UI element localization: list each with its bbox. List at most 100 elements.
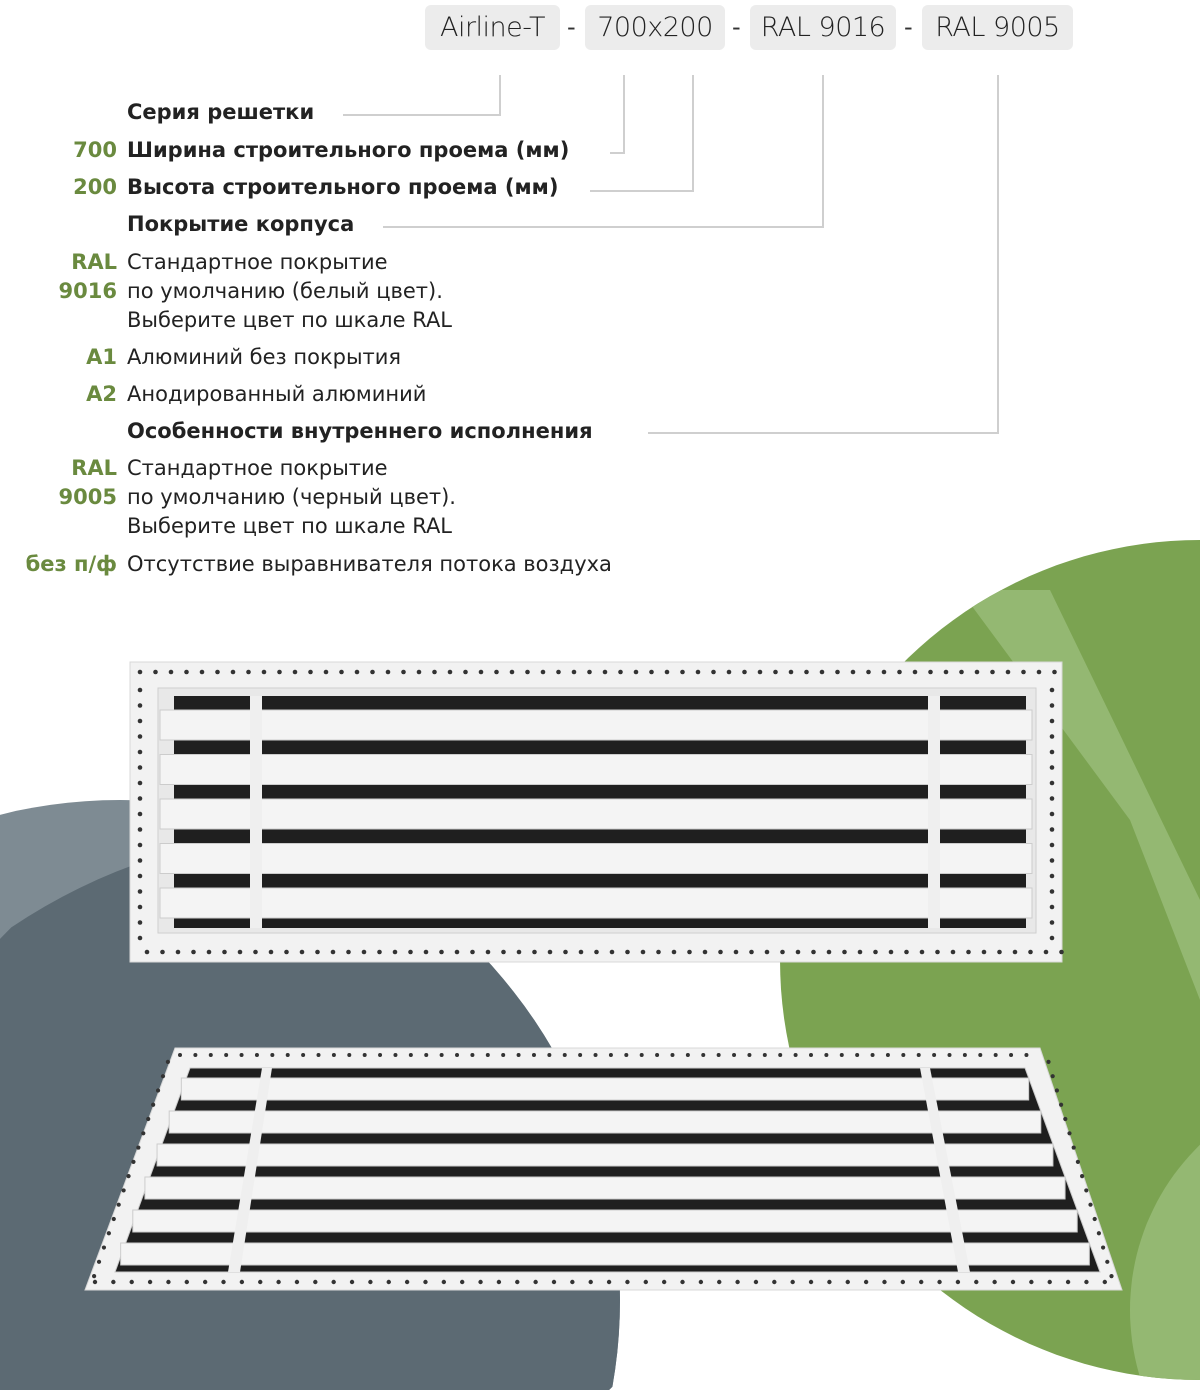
mount-hole (904, 949, 909, 955)
mount-hole (408, 1053, 413, 1057)
mount-hole (698, 1279, 704, 1285)
mount-hole (470, 1053, 475, 1057)
mount-hole (882, 1279, 887, 1285)
mount-hole (935, 949, 940, 955)
mount-hole (268, 949, 274, 955)
mount-hole (633, 669, 639, 675)
mount-hole (137, 889, 143, 894)
mount-hole (1049, 858, 1055, 863)
mount-hole (778, 1053, 783, 1057)
mount-hole (1012, 949, 1018, 955)
mount-hole (377, 949, 382, 955)
mount-hole (726, 669, 732, 675)
mount-hole (1046, 1059, 1051, 1064)
leader-line (997, 75, 999, 434)
support-rod (920, 1068, 970, 1272)
slat (159, 754, 1033, 785)
mount-hole (277, 669, 282, 675)
mount-hole (191, 949, 196, 955)
mount-hole (92, 1279, 98, 1285)
mount-hole (640, 949, 646, 955)
mount-hole (401, 669, 406, 675)
mount-hole (571, 669, 577, 675)
mount-hole (299, 949, 305, 955)
mount-hole (701, 1053, 706, 1057)
mount-hole (888, 949, 894, 955)
mount-hole (1049, 734, 1055, 739)
mount-hole (587, 669, 592, 675)
mount-hole (215, 669, 220, 675)
mount-hole (393, 1053, 398, 1057)
spec-description: Высота строительного проема (мм) (127, 175, 559, 199)
mount-hole (144, 949, 150, 955)
support-rod (928, 696, 940, 928)
mount-hole (655, 1053, 660, 1057)
mount-hole (276, 1279, 281, 1285)
mount-hole (842, 949, 847, 955)
mount-hole (1049, 718, 1055, 724)
mount-hole (221, 1279, 226, 1285)
mount-hole (594, 949, 599, 955)
slat (159, 843, 1033, 874)
mount-hole (316, 1053, 321, 1057)
mount-hole (827, 1279, 832, 1285)
mount-hole (155, 1088, 161, 1093)
mount-hole (1049, 687, 1055, 693)
mount-hole (141, 1131, 146, 1136)
spec-description: Отсутствие выравнивателя потока воздуха (127, 552, 612, 576)
mount-hole (92, 1274, 97, 1279)
slat (159, 887, 1033, 919)
mount-hole (531, 1053, 536, 1057)
mount-hole (1049, 749, 1055, 755)
mount-hole (455, 1053, 460, 1057)
mount-hole (199, 669, 205, 675)
mount-hole (485, 1053, 490, 1057)
mount-hole (1054, 1088, 1059, 1093)
mount-hole (441, 1279, 447, 1285)
separator: - (732, 13, 741, 41)
mount-hole (370, 669, 375, 675)
slat (168, 1110, 1042, 1134)
spec-description: Алюминий без покрытия (127, 345, 402, 369)
mount-hole (687, 949, 692, 955)
spec-row: Особенности внутреннего исполнения (0, 417, 800, 446)
spec-code: без п/ф (25, 552, 117, 576)
mount-hole (121, 1188, 126, 1193)
mount-hole (447, 669, 453, 675)
mount-hole (735, 1279, 740, 1285)
mount-hole (602, 669, 608, 675)
mount-hole (1101, 1245, 1106, 1250)
mount-hole (711, 669, 716, 675)
mount-hole (253, 949, 258, 955)
mount-hole (717, 1279, 722, 1285)
mount-hole (1009, 1053, 1014, 1057)
mount-hole (165, 1059, 170, 1064)
leader-line (610, 152, 625, 154)
slat (144, 1176, 1066, 1200)
spec-code: RAL 9016 (58, 250, 117, 303)
mount-hole (981, 949, 987, 955)
spec-code: 700 (73, 138, 117, 162)
mount-hole (788, 669, 794, 675)
mount-hole (331, 1053, 336, 1057)
mount-hole (246, 669, 251, 675)
mount-hole (137, 842, 143, 848)
mount-hole (955, 1279, 961, 1285)
mount-hole (772, 1279, 777, 1285)
mount-hole (137, 858, 143, 863)
mount-hole (175, 949, 181, 955)
mount-hole (1024, 1053, 1029, 1057)
mount-hole (270, 1053, 275, 1057)
mount-hole (608, 1053, 613, 1057)
support-rod (228, 1068, 272, 1272)
mount-hole (525, 669, 530, 675)
mount-hole (1088, 1202, 1093, 1207)
mount-hole (1102, 1279, 1108, 1285)
mount-hole (540, 669, 546, 675)
mount-hole (855, 1053, 860, 1057)
support-rod (250, 696, 262, 928)
mount-hole (137, 749, 143, 755)
mount-hole (126, 1174, 131, 1179)
